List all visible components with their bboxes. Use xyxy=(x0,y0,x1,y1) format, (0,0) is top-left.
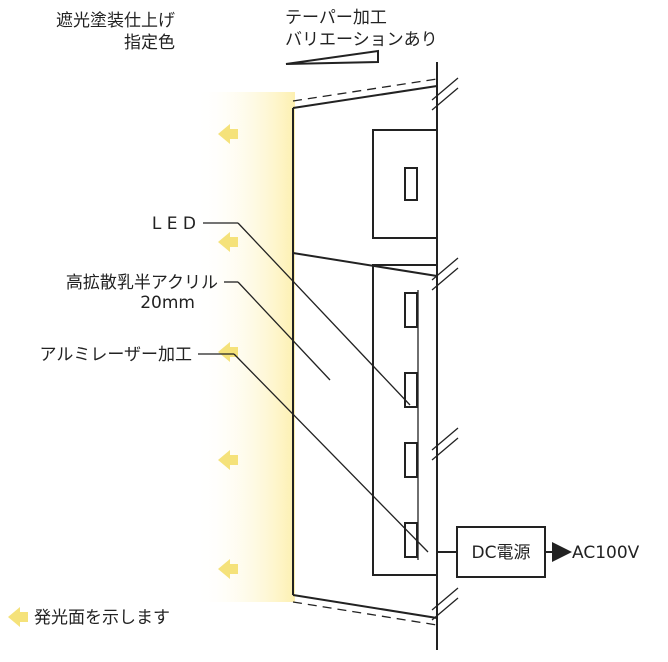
aluminum-label: アルミレーザー加工 xyxy=(40,345,193,365)
acrylic-label-line2: 20mm xyxy=(140,293,195,313)
upper-internal-box xyxy=(372,129,438,239)
light-arrows xyxy=(218,124,238,579)
light-glow-band xyxy=(195,92,295,602)
acrylic-leader-diag xyxy=(237,281,331,381)
bottom-dashed-line xyxy=(292,601,438,626)
taper-label-line1: テーパー加工 xyxy=(285,8,387,28)
led-leader-diag xyxy=(237,222,411,406)
middle-division-line xyxy=(292,252,438,277)
dc-power-label: DC電源 xyxy=(472,543,531,563)
finish-label-line1: 遮光塗装仕上げ xyxy=(56,10,175,31)
aluminum-leader-diag xyxy=(233,353,429,553)
upper-led-module xyxy=(404,167,418,201)
top-dashed-line xyxy=(292,78,438,102)
led-label: L E D xyxy=(152,214,196,234)
arrow-left-icon xyxy=(218,342,238,362)
bottom-taper-line xyxy=(292,594,438,619)
arrow-left-icon xyxy=(218,559,238,579)
ac-label: AC100V xyxy=(572,543,640,563)
arrow-left-icon xyxy=(218,450,238,470)
led-modules xyxy=(404,292,418,558)
legend-label: 発光面を示します xyxy=(34,608,170,628)
taper-indicator xyxy=(285,49,379,65)
finish-label-line2: 指定色 xyxy=(124,33,175,53)
taper-label-line2: バリエーションあり xyxy=(285,30,438,50)
arrow-left-icon xyxy=(218,124,238,144)
wall-break-marks xyxy=(431,77,459,621)
top-taper-line xyxy=(292,85,438,109)
legend-arrow-icon xyxy=(8,607,28,627)
lower-internal-box xyxy=(372,264,438,576)
arrow-left-icon xyxy=(218,232,238,252)
acrylic-label-line1: 高拡散乳半アクリル xyxy=(66,273,218,293)
